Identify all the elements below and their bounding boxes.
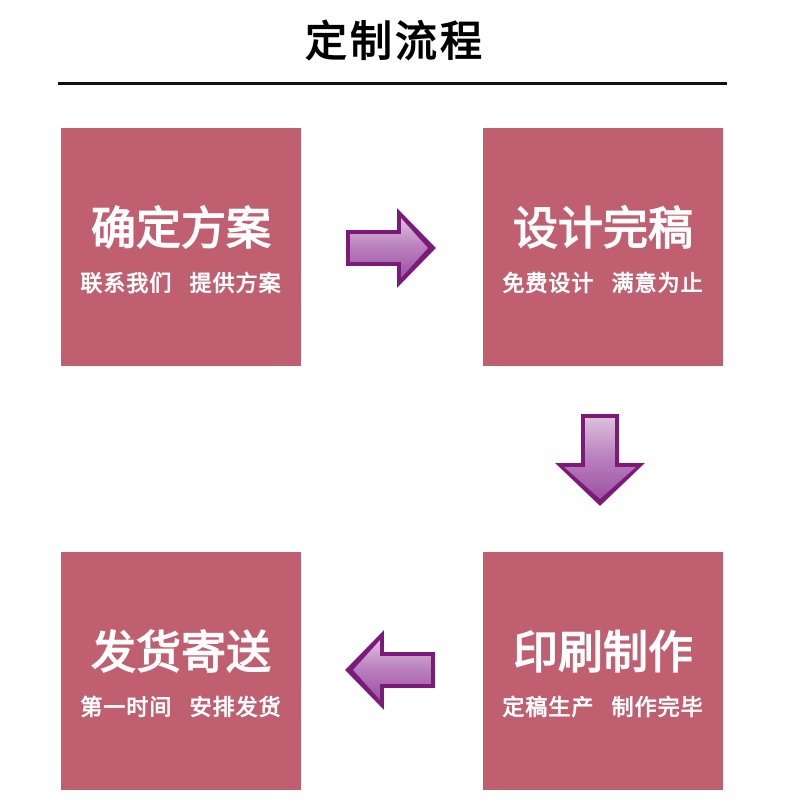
page-title: 定制流程 bbox=[304, 17, 485, 66]
arrow-down-icon bbox=[554, 412, 646, 508]
step-title: 印刷制作 bbox=[512, 626, 693, 680]
step-box-shipping: 发货寄送 第一时间 安排发货 bbox=[61, 552, 301, 790]
step-subtitle: 免费设计 满意为止 bbox=[502, 271, 704, 297]
step-box-print-production: 印刷制作 定稿生产 制作完毕 bbox=[483, 552, 723, 790]
step-title: 设计完稿 bbox=[512, 202, 693, 256]
step-title: 确定方案 bbox=[90, 202, 271, 256]
arrow-right-icon bbox=[345, 206, 437, 290]
step-box-design-final: 设计完稿 免费设计 满意为止 bbox=[483, 128, 723, 366]
step-title: 发货寄送 bbox=[90, 626, 271, 680]
step-subtitle: 定稿生产 制作完毕 bbox=[502, 695, 704, 721]
step-subtitle: 第一时间 安排发货 bbox=[80, 695, 282, 721]
step-box-confirm-plan: 确定方案 联系我们 提供方案 bbox=[61, 128, 301, 366]
title-divider bbox=[58, 82, 727, 85]
arrow-left-icon bbox=[344, 628, 436, 712]
step-subtitle: 联系我们 提供方案 bbox=[80, 271, 282, 297]
